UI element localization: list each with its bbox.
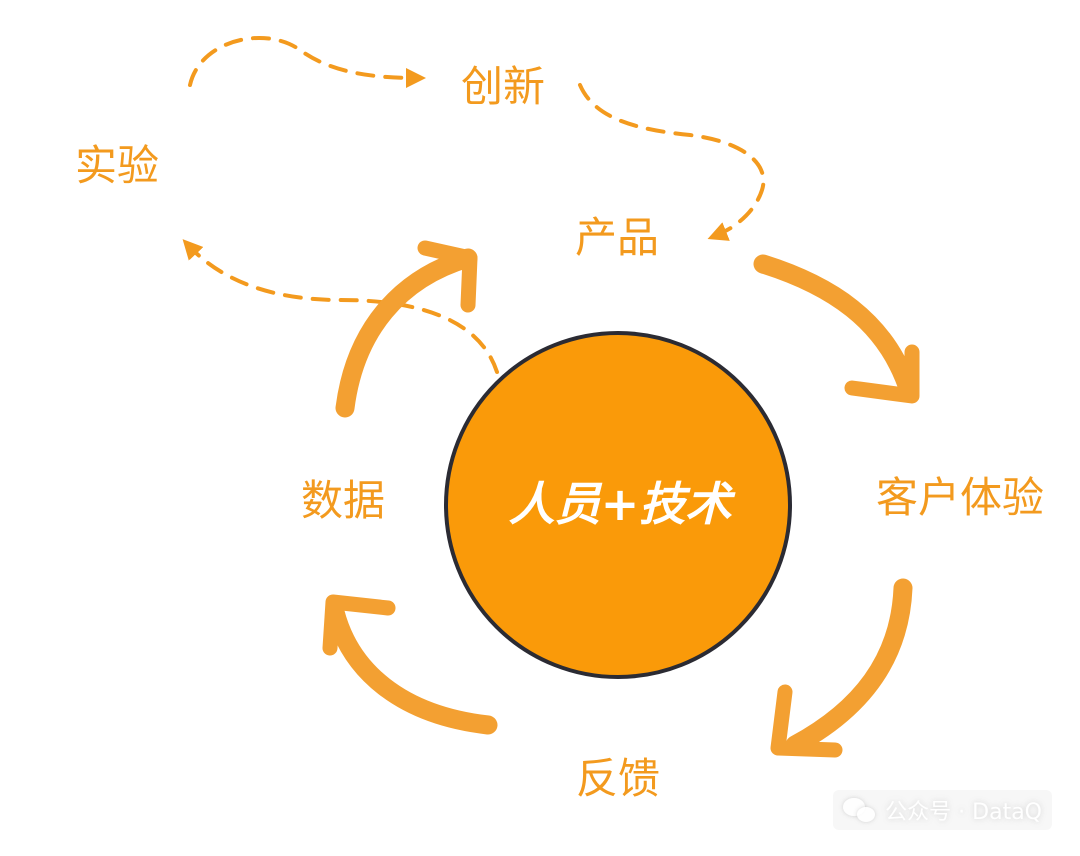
center-circle (444, 331, 792, 679)
cycle-arrow-product-to-customer (753, 254, 920, 404)
dashed-arrow-innovation-to-product (578, 83, 766, 241)
cycle-arrow-feedback-to-data (322, 594, 498, 735)
cycle-arrow-customer-to-feedback (770, 578, 913, 758)
cycle-arrow-data-to-product (335, 240, 478, 418)
node-product: 产品 (575, 213, 659, 262)
node-feedback: 反馈 (576, 754, 660, 803)
wechat-icon (843, 796, 877, 824)
node-experiment: 实验 (75, 141, 159, 190)
watermark: 公众号 · DataQ (833, 790, 1052, 830)
dashed-arrow-experiment-to-innovation (188, 35, 426, 88)
center-label: 人员+技术 (509, 477, 737, 531)
node-data: 数据 (301, 476, 385, 525)
node-innovation: 创新 (461, 62, 545, 111)
watermark-text: 公众号 · DataQ (885, 800, 1042, 825)
dashed-arrow-center-to-experiment (182, 239, 499, 374)
node-customer-experience: 客户体验 (876, 473, 1044, 522)
